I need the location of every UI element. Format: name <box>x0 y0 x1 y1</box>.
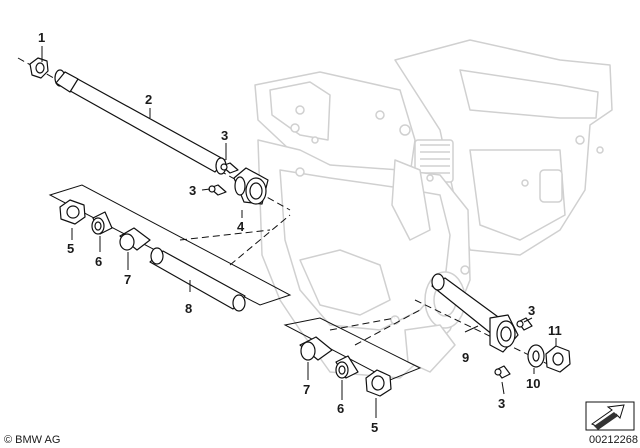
bearing-sleeve-part-9 <box>431 273 519 353</box>
callout-3: 3 <box>528 303 535 318</box>
lock-nut-part-1 <box>29 57 49 79</box>
bolt-part-3-right-upper <box>516 317 533 331</box>
callout-10: 10 <box>526 376 540 391</box>
bolt-part-3-lower <box>208 184 227 196</box>
copyright-text: © BMW AG <box>4 434 60 446</box>
callout-11: 11 <box>548 323 562 338</box>
nut-part-11 <box>545 345 571 373</box>
flange-bearing-part-4 <box>233 167 269 205</box>
swing-arm-frame <box>254 39 613 379</box>
callout-9: 9 <box>462 350 469 365</box>
image-number: 00212268 <box>589 434 638 446</box>
callout-5: 5 <box>67 241 74 256</box>
hex-nut-part-5-right <box>365 369 392 397</box>
tube-part-8 <box>149 247 246 312</box>
washer-part-10 <box>527 344 545 368</box>
left-assembly <box>17 57 292 312</box>
hex-nut-part-5-left <box>59 199 86 225</box>
callout-2: 2 <box>145 92 152 107</box>
arrow-icon <box>585 401 635 431</box>
callout-7: 7 <box>124 272 131 287</box>
callout-3: 3 <box>221 128 228 143</box>
callout-3: 3 <box>498 396 505 411</box>
right-assembly <box>283 273 571 397</box>
callout-7: 7 <box>303 382 310 397</box>
sleeve-part-7-right <box>299 336 333 361</box>
sleeve-part-7-left <box>119 227 151 251</box>
callout-1: 1 <box>38 30 45 45</box>
bolt-part-3-upper <box>220 162 239 174</box>
callout-6: 6 <box>95 254 102 269</box>
bolt-part-3-right-lower <box>494 365 511 379</box>
explode-outline-right <box>283 317 422 381</box>
callout-6: 6 <box>337 401 344 416</box>
callout-4: 4 <box>237 219 245 234</box>
leader-lines <box>41 46 557 418</box>
callout-8: 8 <box>185 301 192 316</box>
callouts: 1 2 3 3 4 5 6 7 8 9 3 11 10 3 7 6 5 <box>38 30 562 435</box>
callout-5: 5 <box>371 420 378 435</box>
callout-3: 3 <box>189 183 196 198</box>
pivot-shaft-part-2 <box>54 69 227 175</box>
spacer-part-6-left <box>91 211 113 235</box>
spacer-part-6-right <box>335 355 359 379</box>
